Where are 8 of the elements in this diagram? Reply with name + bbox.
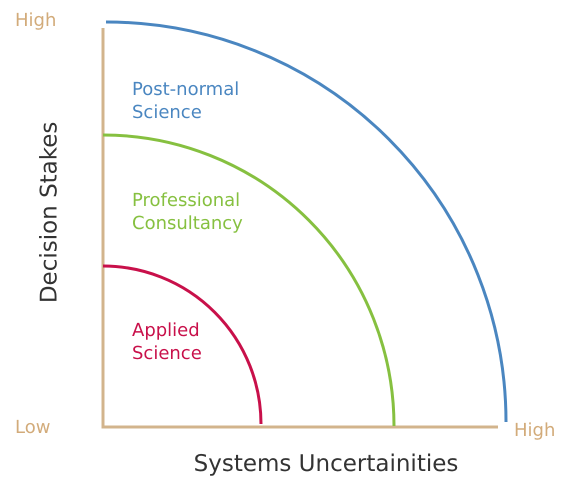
axis-end-label: Low bbox=[15, 417, 50, 440]
region-label: Professional Consultancy bbox=[132, 190, 244, 235]
axis-title: Systems Uncertainities bbox=[194, 450, 458, 479]
axis-end-label: High bbox=[514, 420, 556, 442]
axis-end-label: High bbox=[15, 10, 56, 32]
axis-title: Decision Stakes bbox=[36, 121, 64, 303]
region-label: Applied Science bbox=[132, 320, 203, 365]
region-label: Post-normal Science bbox=[132, 79, 240, 124]
